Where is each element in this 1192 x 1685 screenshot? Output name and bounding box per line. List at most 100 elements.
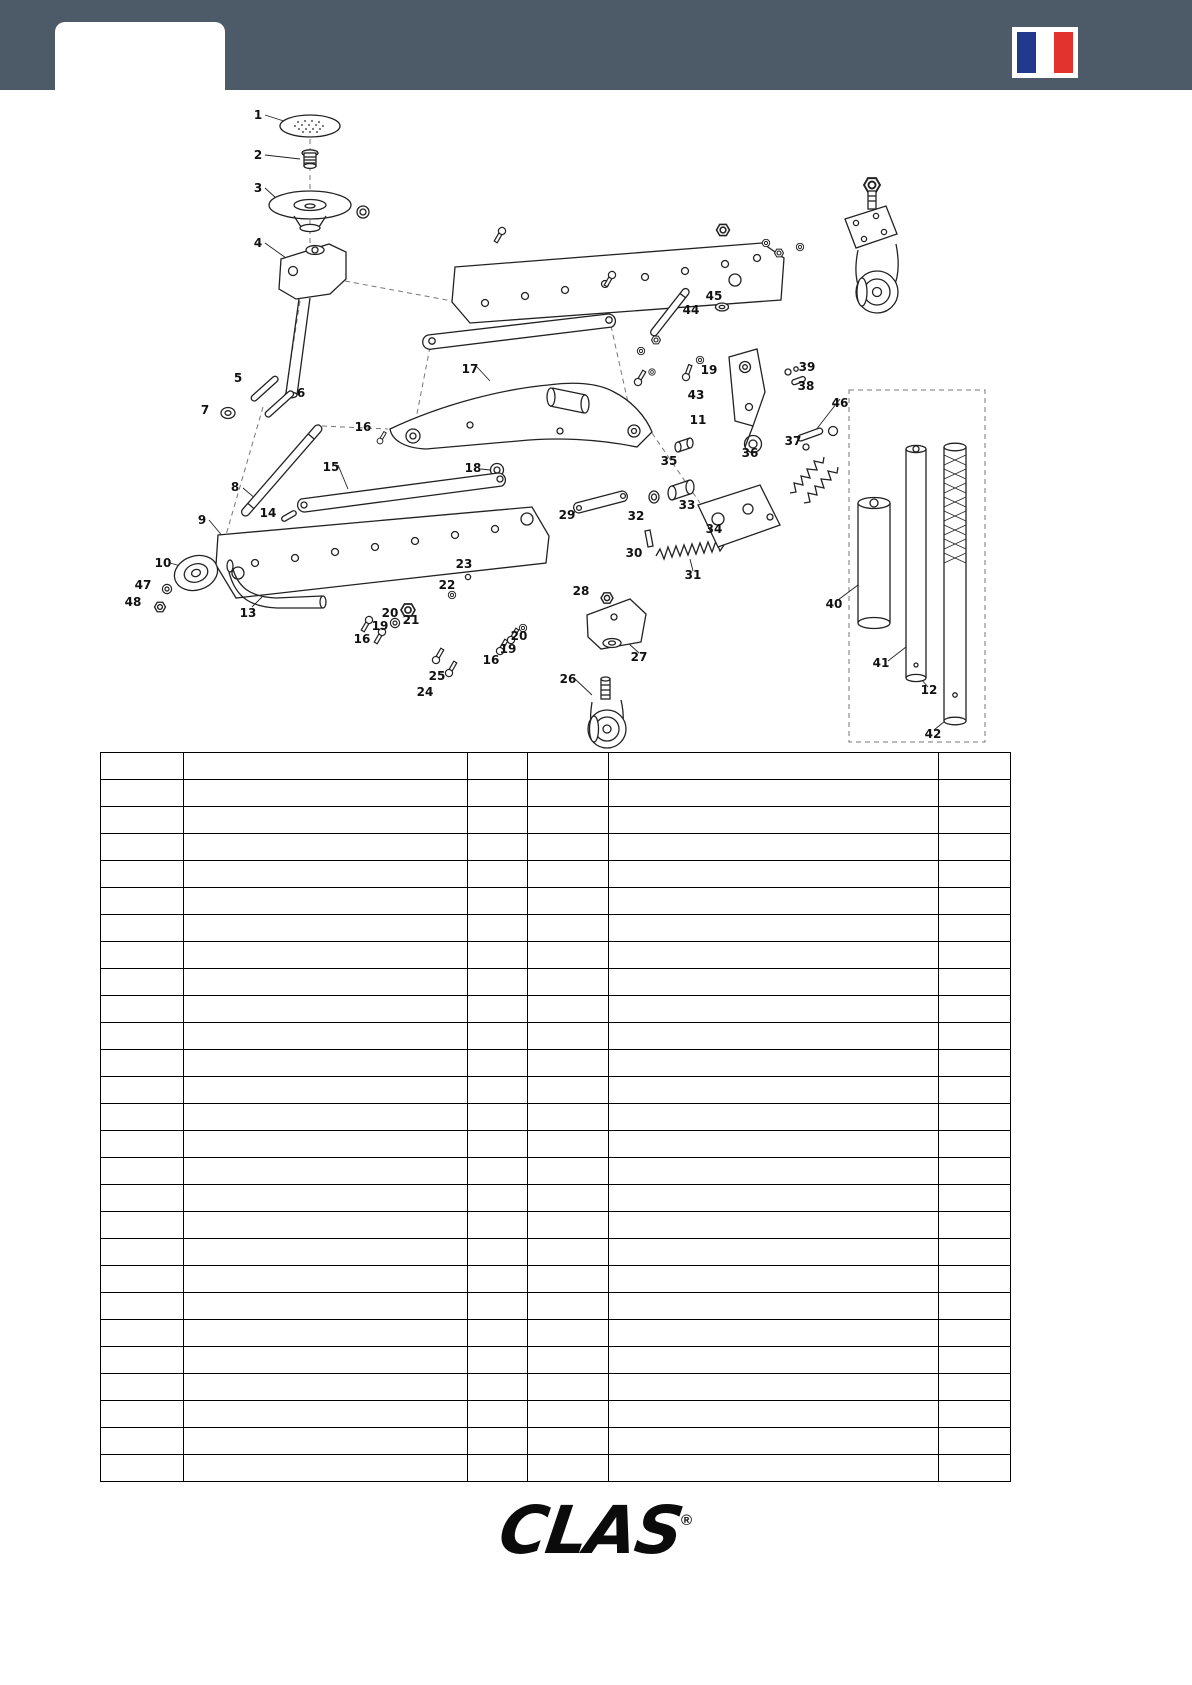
table-cell	[467, 995, 528, 1023]
table-cell	[100, 1130, 184, 1158]
part-label-25: 25	[429, 669, 446, 683]
table-row	[100, 1184, 1011, 1212]
table-row	[100, 995, 1011, 1023]
flag-red-stripe	[1054, 32, 1074, 73]
table-cell	[183, 806, 468, 834]
table-cell	[938, 887, 1011, 915]
table-row	[100, 968, 1011, 996]
table-row	[100, 860, 1011, 888]
pin-38	[791, 375, 806, 386]
caster-top-right	[844, 177, 899, 314]
table-cell	[467, 1238, 528, 1266]
header-bar	[0, 0, 1192, 90]
part-label-24: 24	[417, 685, 434, 699]
table-cell	[527, 1103, 609, 1131]
link-arm-upper	[422, 313, 616, 350]
saddle	[268, 190, 370, 233]
hydraulic-pump	[697, 425, 839, 548]
part-label-38: 38	[798, 379, 815, 393]
table-cell	[183, 1427, 468, 1455]
table-cell	[608, 914, 939, 942]
table-cell	[100, 752, 184, 780]
table-cell	[938, 1454, 1011, 1482]
table-cell	[183, 887, 468, 915]
part-label-19: 19	[701, 363, 718, 377]
table-cell	[527, 1373, 609, 1401]
part-label-2: 2	[254, 148, 262, 162]
part-label-33: 33	[679, 498, 696, 512]
table-cell	[467, 1373, 528, 1401]
part-label-27: 27	[631, 650, 648, 664]
table-cell	[938, 1346, 1011, 1374]
table-cell	[183, 1292, 468, 1320]
table-cell	[100, 1184, 184, 1212]
part-label-16: 16	[354, 632, 371, 646]
table-cell	[100, 833, 184, 861]
hardware-bolts	[358, 573, 528, 679]
table-cell	[938, 1184, 1011, 1212]
table-cell	[183, 1157, 468, 1185]
table-cell	[938, 995, 1011, 1023]
part-label-47: 47	[135, 578, 152, 592]
table-cell	[938, 1103, 1011, 1131]
table-cell	[938, 968, 1011, 996]
table-cell	[938, 779, 1011, 807]
table-cell	[467, 1130, 528, 1158]
table-cell	[938, 1076, 1011, 1104]
table-cell	[608, 1319, 939, 1347]
table-cell	[183, 752, 468, 780]
clas-logo-text: CLAS	[494, 1492, 687, 1569]
table-cell	[183, 914, 468, 942]
part-label-29: 29	[559, 508, 576, 522]
clas-logo: CLAS®	[495, 1492, 693, 1569]
french-flag-icon	[1012, 27, 1078, 78]
table-cell	[100, 1265, 184, 1293]
exploded-diagram-svg: 1234567891011121314151616161718191919202…	[125, 108, 986, 749]
table-cell	[183, 779, 468, 807]
table-cell	[938, 914, 1011, 942]
table-row	[100, 941, 1011, 969]
table-cell	[100, 860, 184, 888]
table-row	[100, 833, 1011, 861]
table-cell	[467, 1265, 528, 1293]
table-cell	[467, 833, 528, 861]
pin-39	[784, 368, 792, 376]
table-cell	[608, 860, 939, 888]
table-cell	[100, 1022, 184, 1050]
table-cell	[183, 995, 468, 1023]
table-cell	[527, 995, 609, 1023]
table-row	[100, 1211, 1011, 1239]
table-cell	[527, 1346, 609, 1374]
part-label-45: 45	[706, 289, 723, 303]
table-cell	[183, 968, 468, 996]
front-wheel	[153, 554, 219, 613]
pivot-pins	[220, 375, 295, 420]
table-cell	[467, 1400, 528, 1428]
table-cell	[938, 1157, 1011, 1185]
part-label-6: 6	[297, 386, 305, 400]
part-label-39: 39	[799, 360, 816, 374]
table-cell	[467, 941, 528, 969]
table-cell	[183, 1022, 468, 1050]
table-cell	[467, 968, 528, 996]
table-cell	[527, 1454, 609, 1482]
table-cell	[467, 887, 528, 915]
part-label-36: 36	[742, 446, 759, 460]
pin-30	[644, 529, 654, 548]
table-header-row	[100, 752, 1011, 780]
part-label-43: 43	[688, 388, 705, 402]
table-cell	[938, 1265, 1011, 1293]
table-cell	[608, 806, 939, 834]
table-cell	[527, 860, 609, 888]
table-cell	[467, 1184, 528, 1212]
part-label-10: 10	[155, 556, 172, 570]
table-cell	[183, 1265, 468, 1293]
part-label-9: 9	[198, 513, 206, 527]
table-cell	[527, 1184, 609, 1212]
table-cell	[100, 1103, 184, 1131]
table-cell	[527, 1427, 609, 1455]
table-cell	[183, 833, 468, 861]
handle-grip-tube-42	[943, 442, 967, 726]
flag-white-stripe	[1035, 32, 1055, 73]
table-cell	[467, 1103, 528, 1131]
